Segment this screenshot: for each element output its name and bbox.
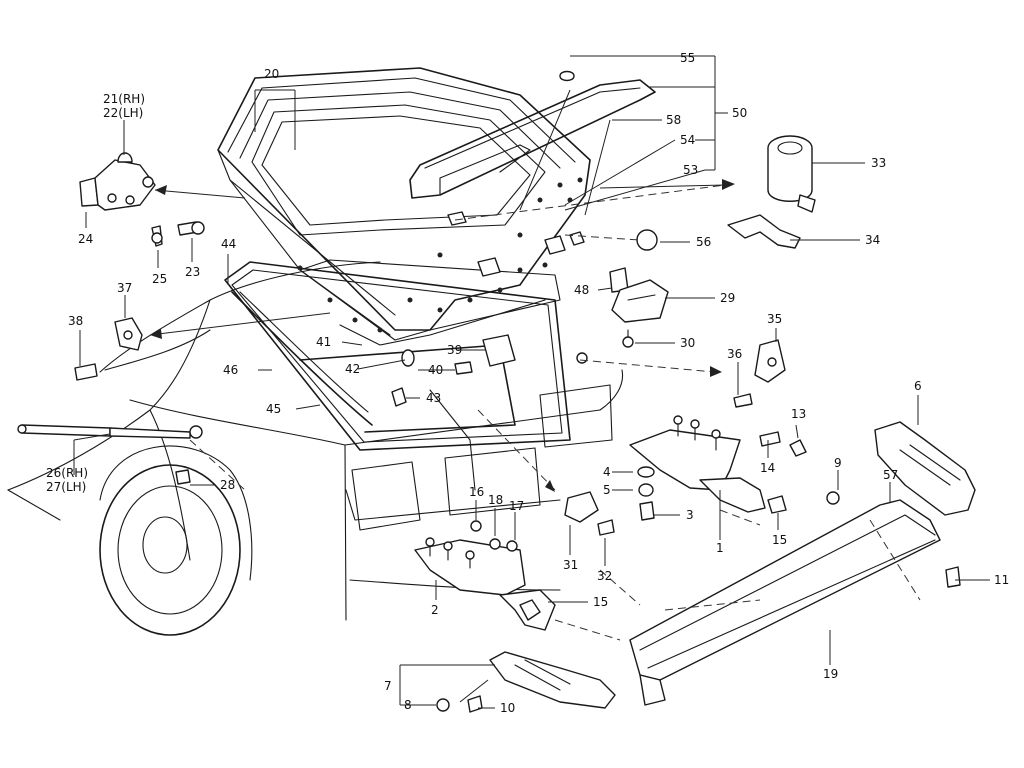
label-19: 19: [823, 667, 838, 681]
label-32: 32: [597, 569, 612, 583]
label-44: 44: [221, 237, 236, 251]
label-7: 7: [384, 679, 392, 693]
label-34: 34: [865, 233, 880, 247]
label-2: 2: [431, 603, 439, 617]
label-13: 13: [791, 407, 806, 421]
label-16: 16: [469, 485, 484, 499]
label-37: 37: [117, 281, 132, 295]
label-21: 21(RH): [103, 92, 145, 106]
bumper-bracket-left: [414, 491, 615, 631]
label-18: 18: [488, 493, 503, 507]
label-54: 54: [680, 133, 695, 147]
label-6: 6: [914, 379, 922, 393]
label-57: 57: [883, 468, 898, 482]
label-27: 27(LH): [46, 480, 86, 494]
label-38: 38: [68, 314, 83, 328]
lock-cylinder: [727, 135, 816, 249]
label-1: 1: [716, 541, 724, 555]
label-25: 25: [152, 272, 167, 286]
label-46: 46: [223, 363, 238, 377]
label-11: 11: [994, 573, 1009, 587]
label-23: 23: [185, 265, 200, 279]
label-26: 26(RH): [46, 466, 88, 480]
label-5: 5: [603, 483, 611, 497]
label-10: 10: [500, 701, 515, 715]
label-8: 8: [404, 698, 412, 712]
label-40: 40: [428, 363, 443, 377]
hatch-stopper: [74, 317, 143, 381]
label-55: 55: [680, 51, 695, 65]
car-body: [7, 261, 624, 636]
label-33: 33: [871, 156, 886, 170]
hatch-latch: [609, 229, 669, 348]
label-22: 22(LH): [103, 106, 143, 120]
label-30: 30: [680, 336, 695, 350]
label-41: 41: [316, 335, 331, 349]
hinge-assembly: [79, 152, 205, 247]
label-14: 14: [760, 461, 775, 475]
gas-stay: [17, 424, 203, 485]
striker: [733, 339, 786, 408]
label-29: 29: [720, 291, 735, 305]
label-43: 43: [426, 391, 441, 405]
label-15b: 15: [593, 595, 608, 609]
label-36: 36: [727, 347, 742, 361]
label-50: 50: [732, 106, 747, 120]
label-45: 45: [266, 402, 281, 416]
label-28: 28: [220, 478, 235, 492]
label-39: 39: [447, 343, 462, 357]
small-fasteners: [391, 334, 588, 407]
label-35: 35: [767, 312, 782, 326]
label-20: 20: [264, 67, 279, 81]
label-4: 4: [603, 465, 611, 479]
label-9: 9: [834, 456, 842, 470]
leader-lines: [73, 55, 990, 709]
rear-bumper: [436, 421, 976, 713]
part-labels: 20 21(RH) 22(LH) 24 25 23 44 37 38 41 46…: [46, 51, 1009, 715]
label-24: 24: [78, 232, 93, 246]
label-15a: 15: [772, 533, 787, 547]
label-17: 17: [509, 499, 524, 513]
hatch-door: [217, 67, 591, 346]
label-42: 42: [345, 362, 360, 376]
arrows: [149, 179, 735, 492]
label-56: 56: [696, 235, 711, 249]
label-53: 53: [683, 163, 698, 177]
label-48: 48: [574, 283, 589, 297]
label-3: 3: [686, 508, 694, 522]
bumper-bracket-right: [629, 415, 766, 521]
rear-spoiler: [409, 70, 656, 199]
label-58: 58: [666, 113, 681, 127]
installation-lines: [189, 184, 921, 641]
label-31: 31: [563, 558, 578, 572]
hatch-opening-seals: [224, 261, 571, 451]
